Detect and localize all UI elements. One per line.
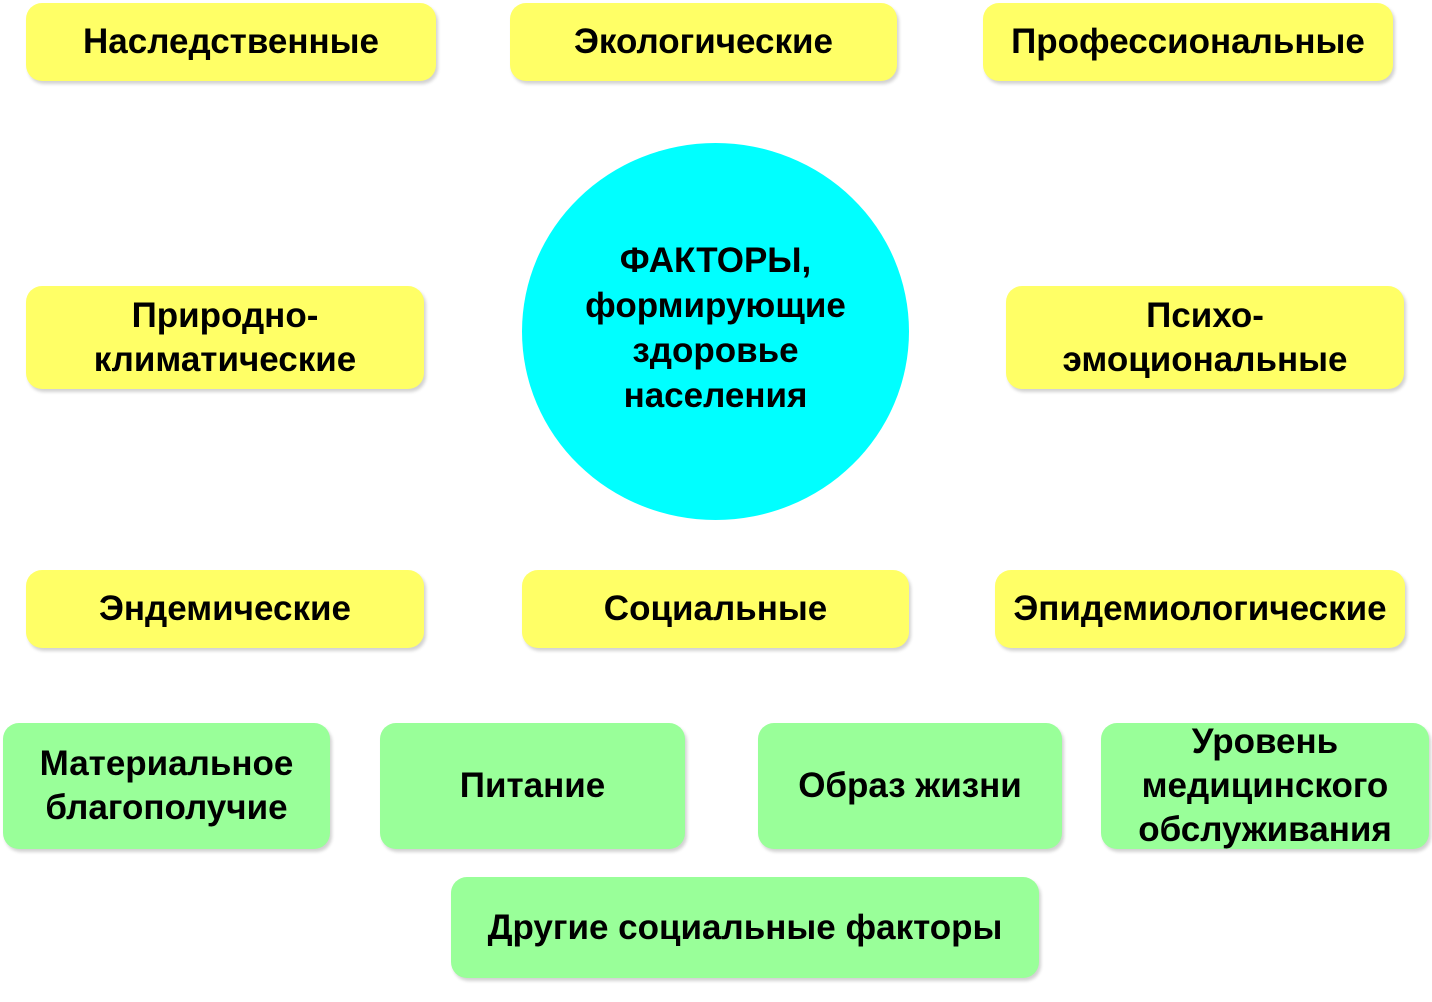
center-circle: ФАКТОРЫ, формирующие здоровье населения	[522, 143, 909, 520]
social-lifestyle: Образ жизни	[758, 723, 1062, 849]
factor-natural-climatic: Природно- климатические	[26, 286, 424, 389]
factor-professional: Профессиональные	[983, 3, 1393, 81]
factor-endemic: Эндемические	[26, 570, 424, 648]
social-material-wellbeing: Материальное благополучие	[3, 723, 330, 849]
social-medical-care-level: Уровень медицинского обслуживания	[1101, 722, 1429, 849]
factor-ecological: Экологические	[510, 3, 897, 81]
social-other-factors: Другие социальные факторы	[451, 877, 1039, 978]
factor-hereditary: Наследственные	[26, 3, 436, 81]
social-nutrition: Питание	[380, 723, 685, 849]
factor-psycho-emotional: Психо- эмоциональные	[1006, 286, 1404, 389]
factor-epidemiological: Эпидемиологические	[995, 570, 1405, 648]
center-title: ФАКТОРЫ, формирующие здоровье населения	[585, 240, 846, 415]
factor-social: Социальные	[522, 570, 909, 648]
